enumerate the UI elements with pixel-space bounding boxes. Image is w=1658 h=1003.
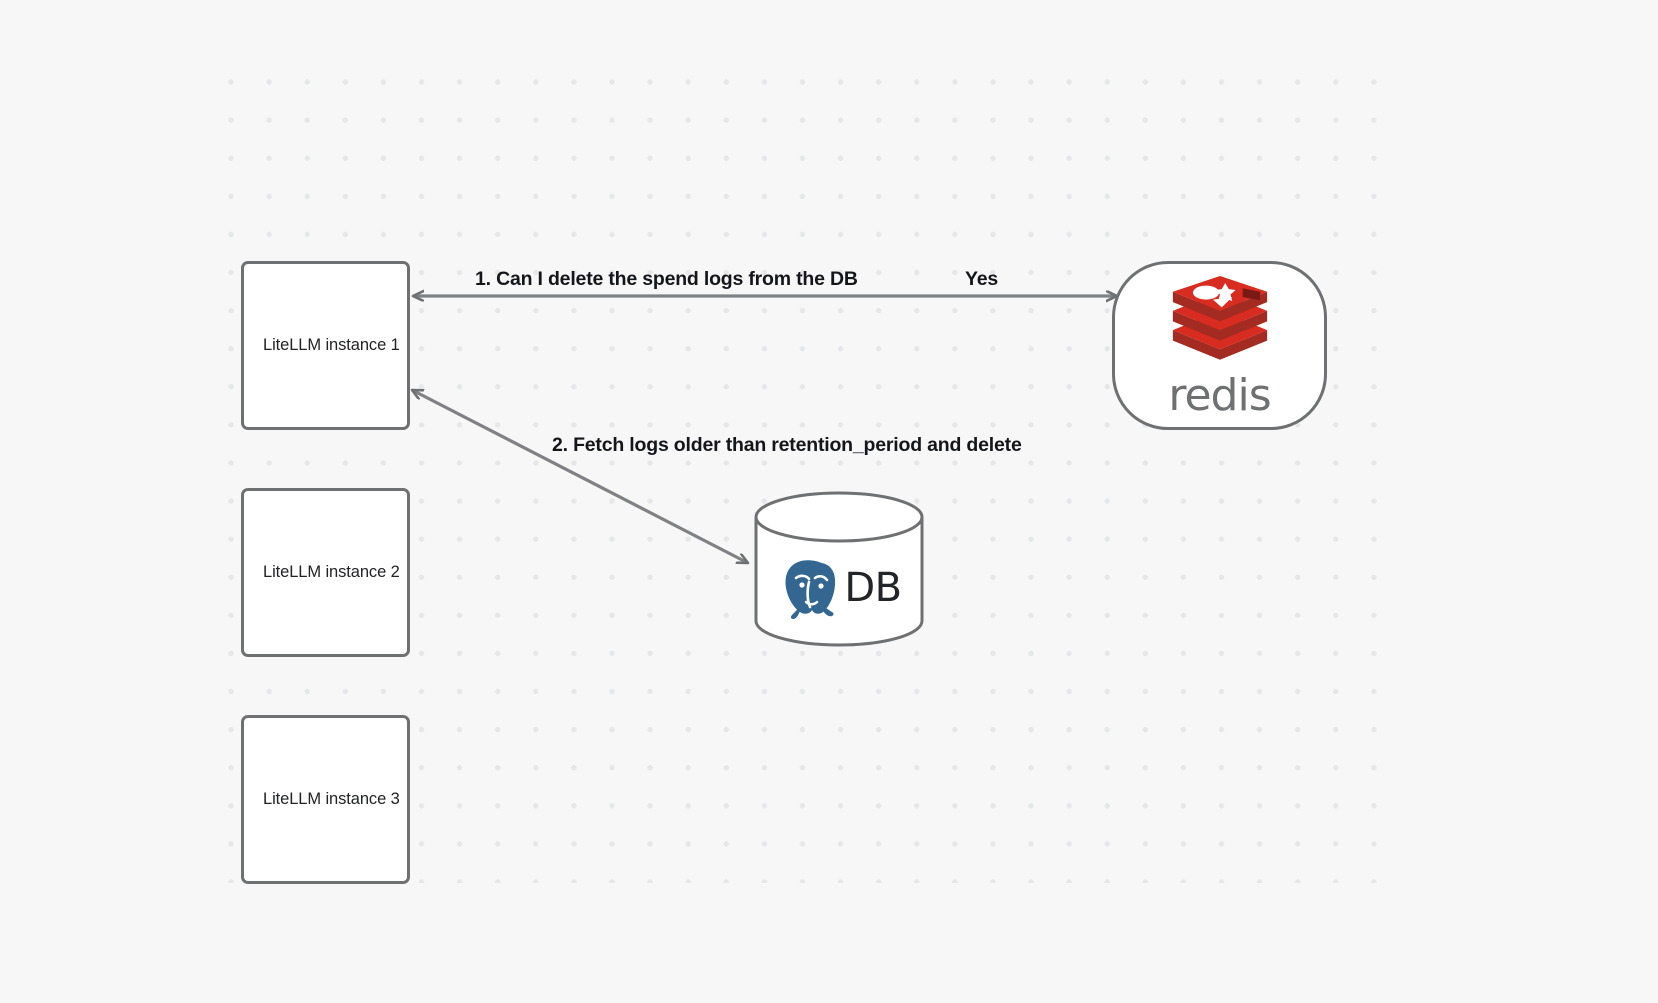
redis-logo-group: redis	[1164, 276, 1276, 417]
node-litellm-instance-3[interactable]: LiteLLM instance 3	[241, 715, 410, 884]
node-redis[interactable]: redis	[1112, 261, 1327, 430]
db-label-group: DB	[753, 552, 925, 624]
node-label-instance-1: LiteLLM instance 1	[263, 336, 400, 354]
edge-instance1-db	[412, 388, 748, 565]
edge-label-step-1: 1. Can I delete the spend logs from the …	[475, 268, 858, 290]
node-label-instance-2: LiteLLM instance 2	[263, 563, 400, 581]
node-label-instance-3: LiteLLM instance 3	[263, 790, 400, 808]
node-database[interactable]: DB	[753, 490, 925, 648]
node-litellm-instance-1[interactable]: LiteLLM instance 1	[241, 261, 410, 430]
redis-stack-icon	[1172, 276, 1267, 360]
db-label: DB	[844, 565, 902, 611]
edge-label-step-1-answer: Yes	[965, 268, 999, 290]
postgresql-elephant-icon	[782, 556, 839, 622]
edge-label-step-2: 2. Fetch logs older than retention_perio…	[552, 434, 1022, 456]
redis-wordmark: redis	[1168, 370, 1271, 422]
node-litellm-instance-2[interactable]: LiteLLM instance 2	[241, 488, 410, 657]
